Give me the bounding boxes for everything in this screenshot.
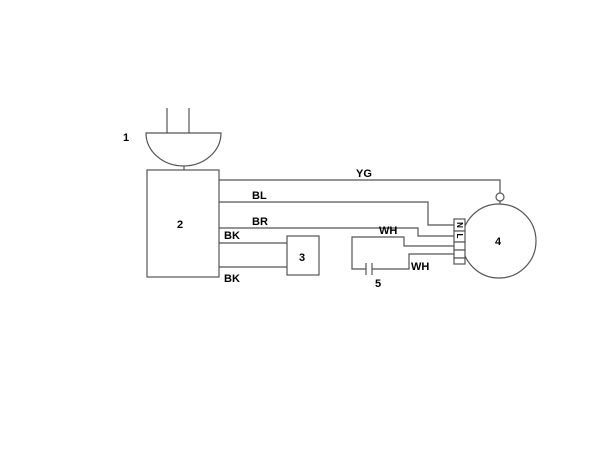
wire-br bbox=[219, 227, 454, 237]
label-module: 3 bbox=[299, 252, 305, 264]
label-wire-bl: BL bbox=[252, 190, 267, 202]
terminal-wh-top bbox=[453, 241, 466, 251]
label-controller: 2 bbox=[177, 219, 183, 231]
plug-head bbox=[145, 132, 222, 167]
label-capacitor: 5 bbox=[375, 278, 381, 290]
label-wire-wh-top: WH bbox=[379, 225, 397, 237]
terminal-n-label: N bbox=[455, 222, 464, 228]
controller-box bbox=[146, 169, 220, 278]
terminal-wh-bottom bbox=[453, 249, 466, 259]
terminal-block: N L bbox=[453, 218, 466, 265]
ground-terminal bbox=[495, 192, 505, 202]
capacitor bbox=[365, 263, 373, 275]
label-plug: 1 bbox=[123, 132, 129, 144]
wire-bl bbox=[219, 201, 454, 226]
label-wire-yg: YG bbox=[356, 168, 372, 180]
terminal-spare bbox=[453, 257, 466, 265]
wire-wh-bottom bbox=[372, 253, 454, 270]
terminal-l-label: L bbox=[455, 234, 464, 239]
label-motor: 4 bbox=[495, 236, 502, 248]
module-box bbox=[286, 235, 320, 276]
wire-wh-top bbox=[351, 236, 454, 270]
label-wire-br: BR bbox=[252, 216, 268, 228]
label-wire-wh-bottom: WH bbox=[411, 261, 429, 273]
label-wire-bk-bottom: BK bbox=[224, 273, 240, 285]
wire-yg bbox=[219, 179, 501, 193]
plug bbox=[145, 108, 222, 170]
label-wire-bk-top: BK bbox=[224, 230, 240, 242]
